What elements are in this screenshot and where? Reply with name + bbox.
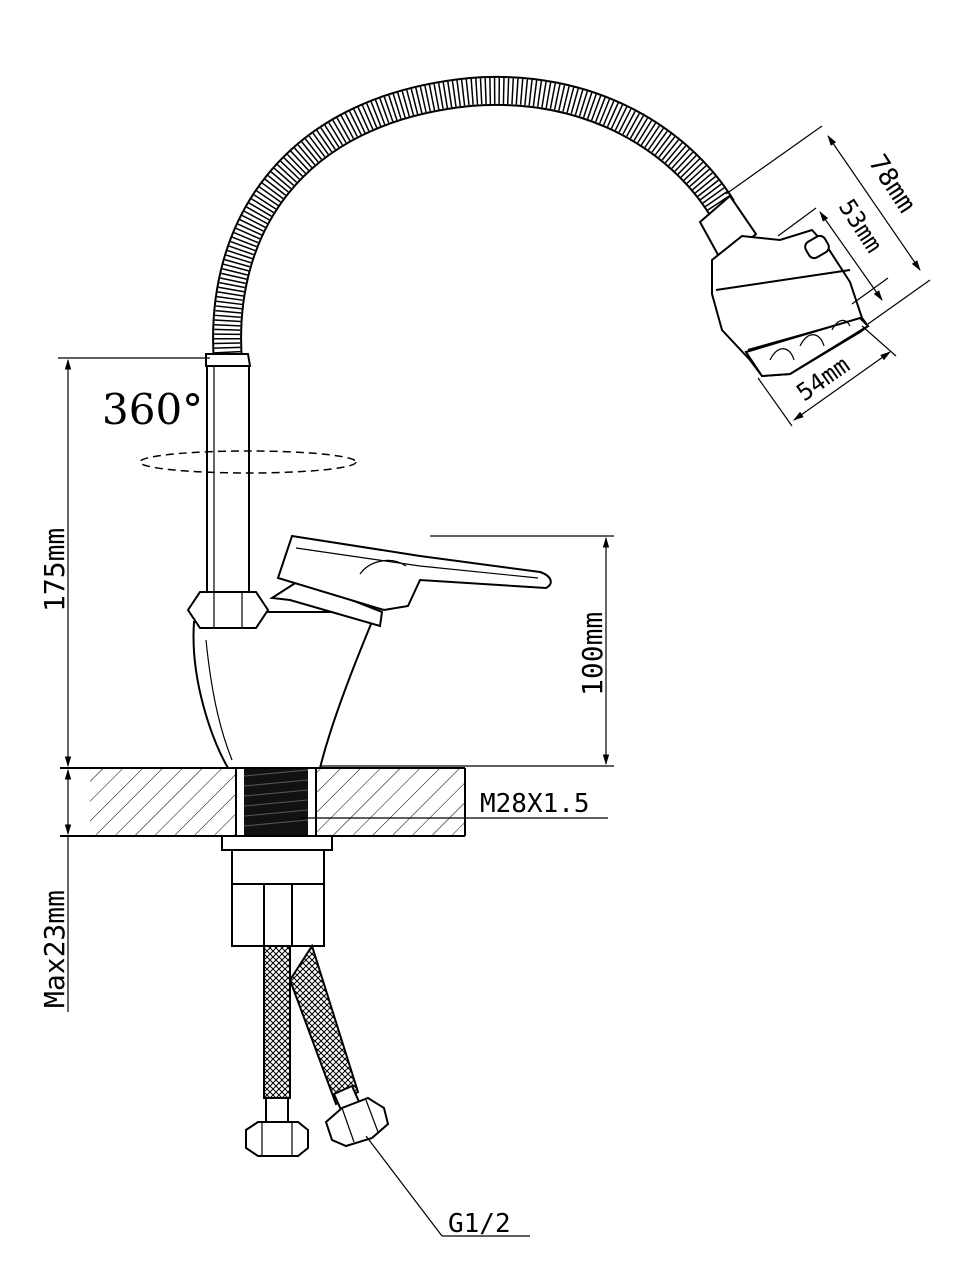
thread-label: M28X1.5 xyxy=(480,789,590,819)
dim-total-height: 175mm xyxy=(38,357,210,768)
max-thickness-label: Max23mm xyxy=(38,890,71,1008)
handle-height-label: 100mm xyxy=(576,612,609,696)
flexible-spout xyxy=(205,75,735,367)
mounting-nut xyxy=(221,835,333,947)
total-height-label: 175mm xyxy=(38,528,71,612)
rotation-label: 360° xyxy=(102,385,203,434)
rotation-ellipse xyxy=(139,450,357,474)
faucet-body xyxy=(186,363,378,769)
head-length-label: 78mm xyxy=(862,149,921,218)
thread-callout: M28X1.5 xyxy=(300,789,608,819)
inlet-label: G1/2 xyxy=(448,1209,511,1239)
countertop-section xyxy=(60,767,466,837)
lever-handle xyxy=(269,534,552,628)
head-inner-label: 53mm xyxy=(833,194,888,258)
threaded-shank xyxy=(244,768,308,836)
dim-handle-height: 100mm xyxy=(320,535,614,767)
braided-hoses xyxy=(245,943,390,1157)
inlet-callout: G1/2 xyxy=(365,1135,530,1239)
dim-max-thickness: Max23mm xyxy=(38,768,72,1012)
